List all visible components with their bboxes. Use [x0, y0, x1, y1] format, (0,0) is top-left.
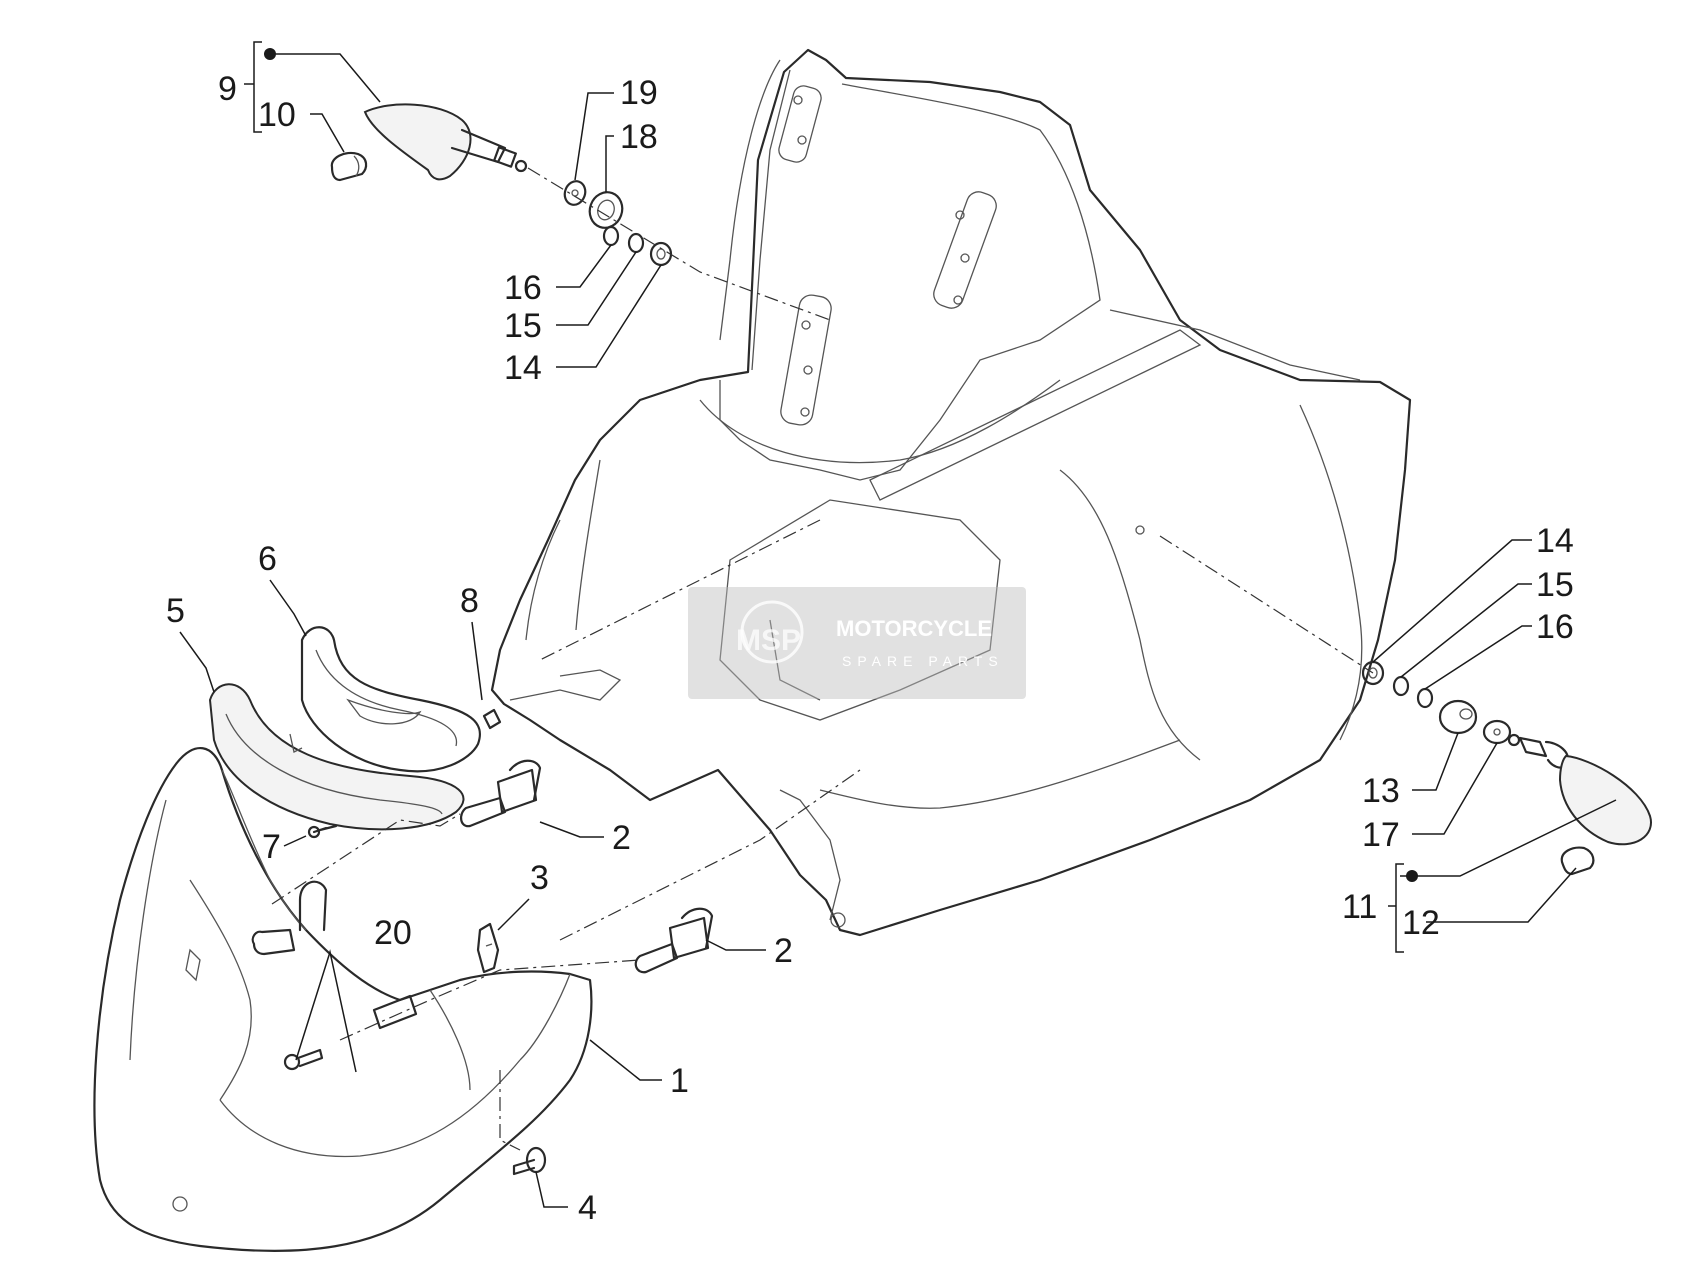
callout-7: 7	[262, 828, 281, 866]
left-turn-signal	[363, 103, 528, 181]
callout-labels: 9 10 19 18 16 15 14 6 5 8 2 7 3 20 2 1 4…	[166, 70, 1574, 1227]
assembly-dot-11	[1406, 870, 1418, 882]
assembly-axis-lines	[271, 167, 1374, 1151]
callout-4: 4	[578, 1189, 597, 1227]
right-signal-bulb	[1560, 846, 1595, 876]
bushing-13	[1438, 699, 1478, 735]
callout-2-upper: 2	[612, 819, 631, 857]
bracket-9-10	[244, 41, 276, 133]
callout-6: 6	[258, 540, 277, 578]
callout-15-right: 15	[1536, 566, 1574, 604]
headlight-cover-6	[300, 626, 481, 773]
headlight-housing-1	[93, 746, 593, 1252]
left-signal-bulb	[330, 151, 368, 182]
washer-15-top	[627, 232, 645, 254]
callout-18: 18	[620, 118, 658, 156]
washer-16-top	[602, 225, 620, 247]
watermark-logo: MSP	[736, 624, 801, 657]
watermark: MSP MOTORCYCLE SPARE PARTS	[688, 587, 1026, 699]
callout-15-top: 15	[504, 307, 542, 345]
headlight-cover-5	[208, 683, 465, 831]
callout-12: 12	[1402, 904, 1440, 942]
nut-14-top	[649, 241, 673, 267]
bracket-11-12	[1388, 863, 1418, 953]
callout-1: 1	[670, 1062, 689, 1100]
callout-17: 17	[1362, 816, 1400, 854]
assembly-dot-9	[264, 48, 276, 60]
leader-lines	[179, 53, 1617, 1208]
callout-14-top: 14	[504, 349, 542, 387]
callout-19: 19	[620, 74, 658, 112]
bushing-18	[588, 191, 624, 229]
callout-11: 11	[1342, 888, 1377, 926]
callout-13: 13	[1362, 772, 1400, 810]
callout-20: 20	[374, 914, 412, 952]
watermark-subtitle: SPARE PARTS	[842, 653, 1004, 669]
bulb-2-lower	[634, 907, 714, 974]
grommet-17	[1482, 719, 1512, 745]
right-turn-signal	[1507, 733, 1652, 846]
callout-10: 10	[258, 96, 296, 134]
clip-8	[482, 708, 502, 730]
bulb-2-upper	[460, 759, 542, 828]
watermark-title: MOTORCYCLE	[836, 616, 992, 641]
grommet-19	[563, 180, 587, 206]
callout-16-top: 16	[504, 269, 542, 307]
bolt-4	[512, 1146, 547, 1176]
clip-3	[476, 922, 500, 974]
callout-14-right: 14	[1536, 522, 1574, 560]
front-shield-panel	[490, 48, 1412, 937]
globe-icon	[740, 600, 804, 664]
callout-5: 5	[166, 592, 185, 630]
callout-3: 3	[530, 859, 549, 897]
callout-16-right: 16	[1536, 608, 1574, 646]
washer-16-right	[1416, 687, 1434, 709]
callout-9: 9	[218, 70, 237, 108]
screw-20	[283, 1048, 324, 1071]
screw-7	[307, 824, 338, 839]
callout-8: 8	[460, 582, 479, 620]
washer-15-right	[1392, 675, 1410, 697]
callout-2-lower: 2	[774, 932, 793, 970]
